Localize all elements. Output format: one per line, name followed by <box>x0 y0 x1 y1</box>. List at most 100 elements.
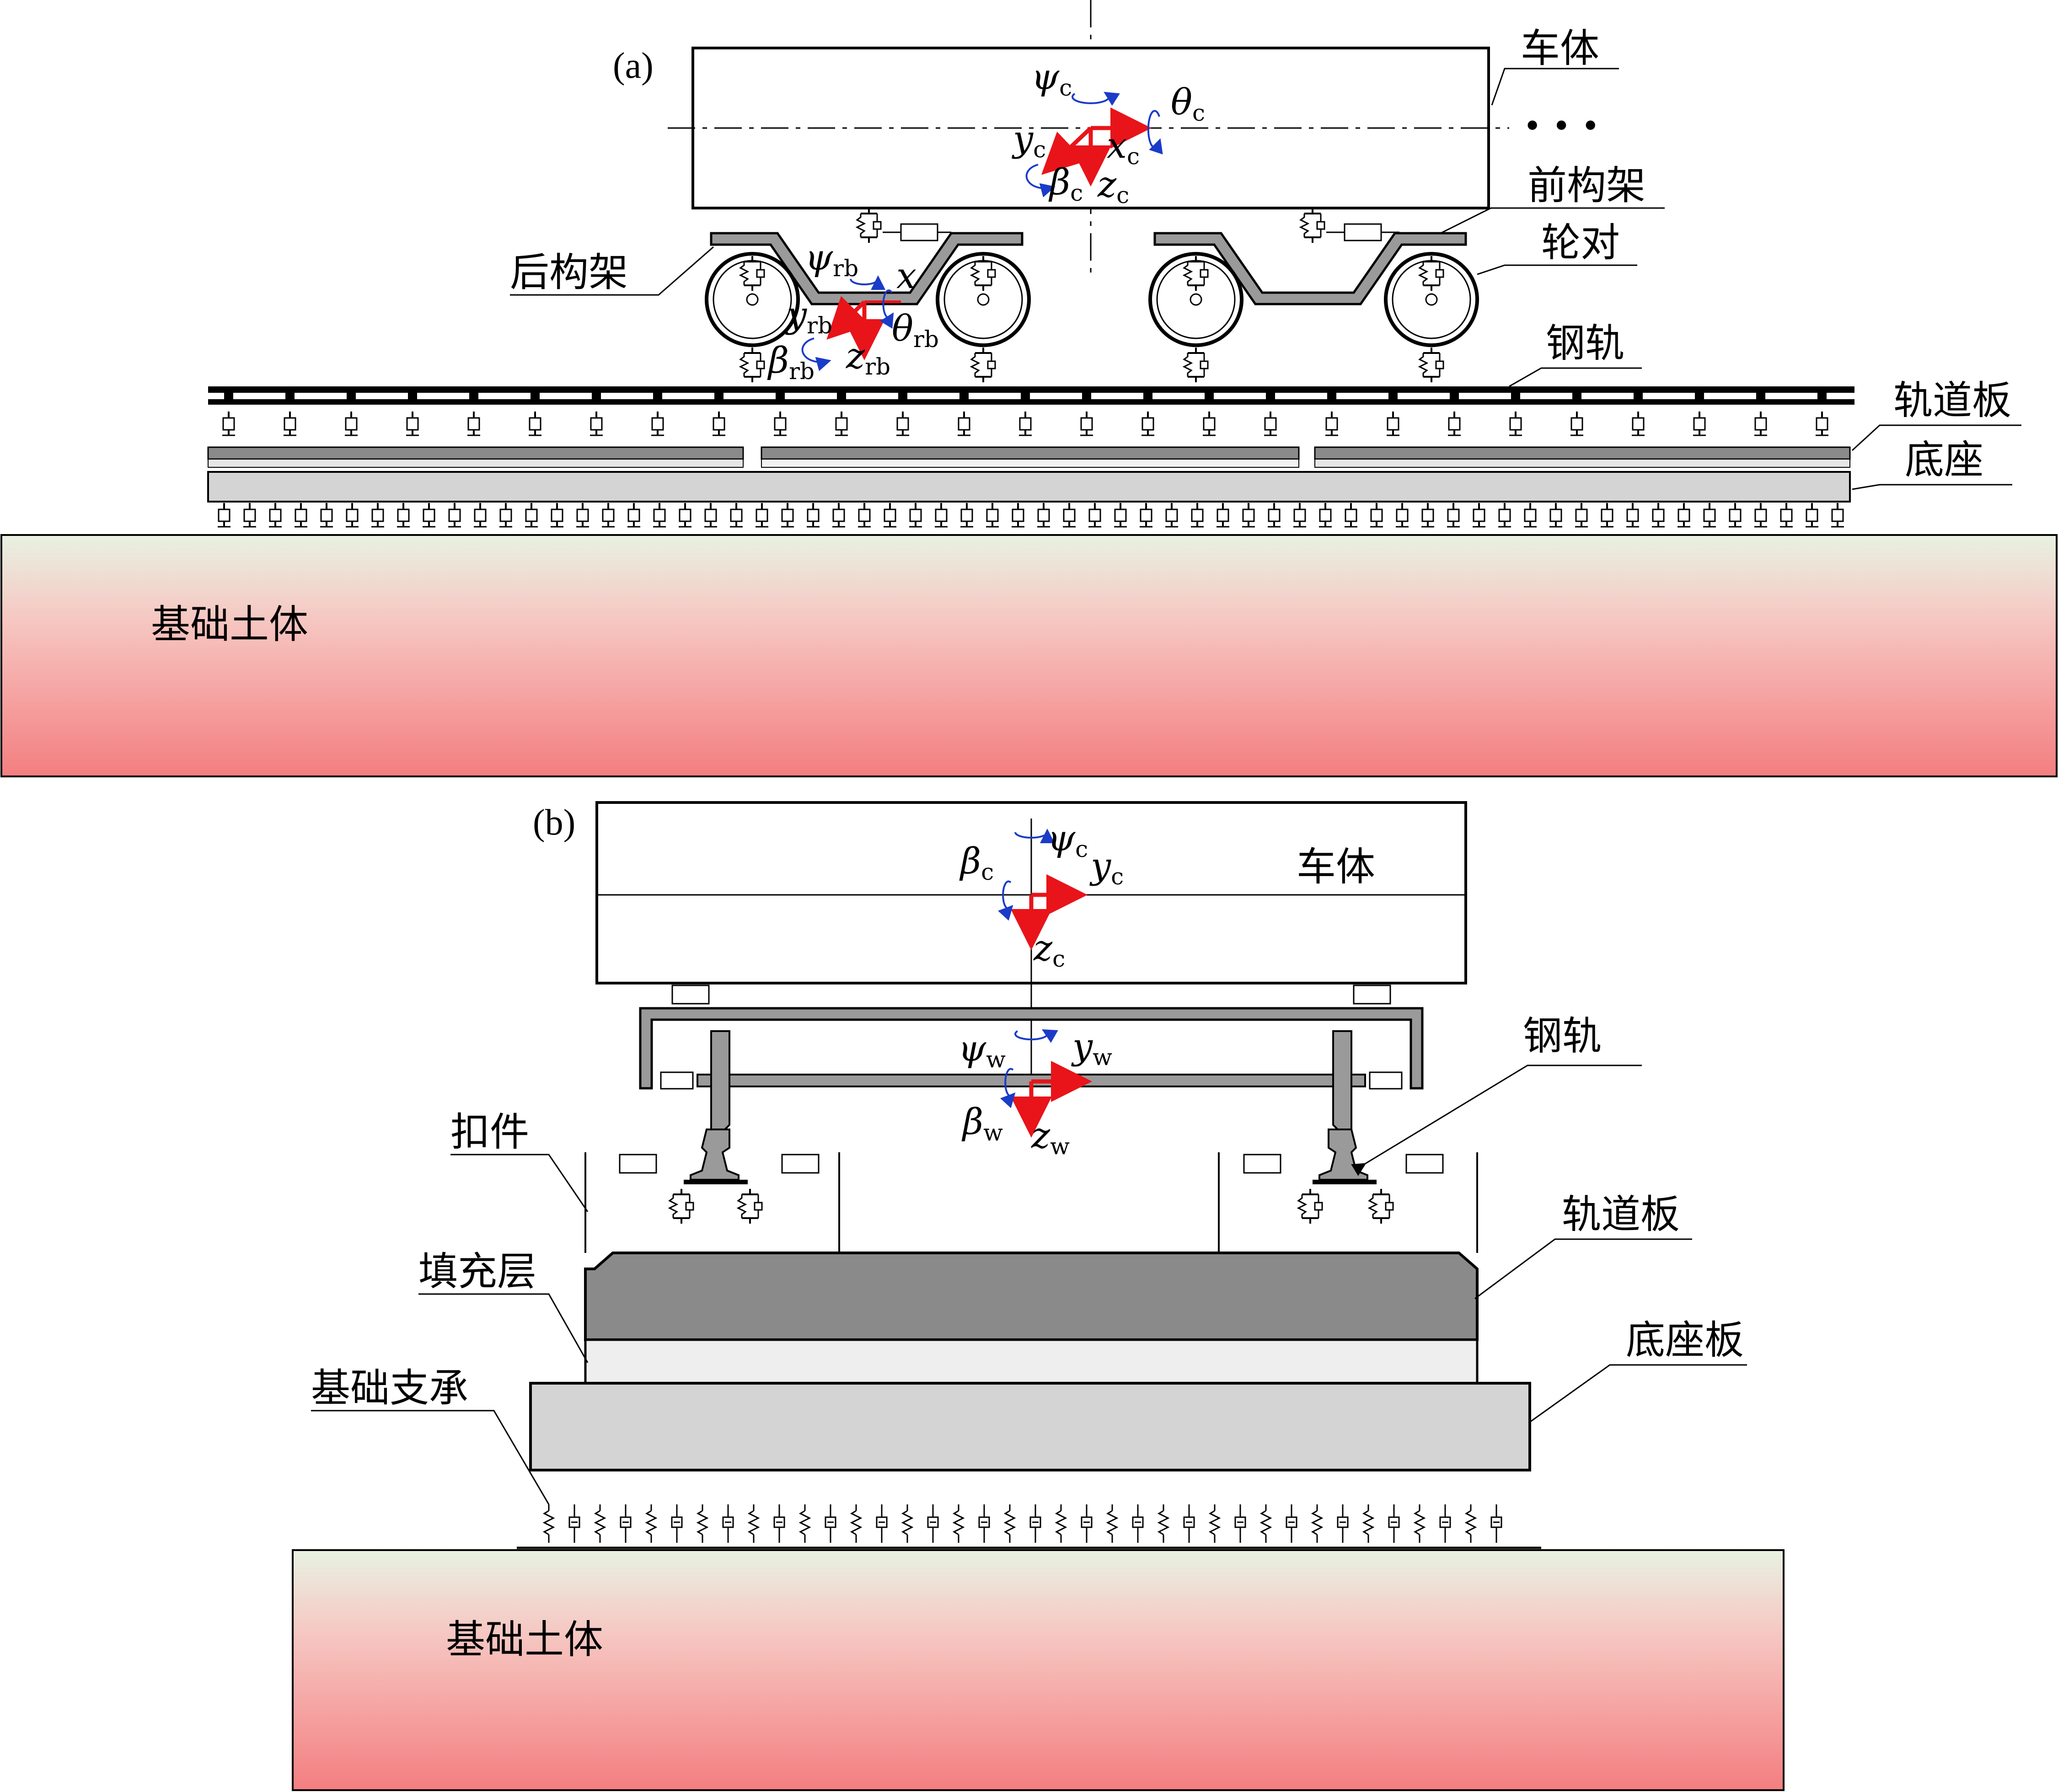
rail-fastener <box>283 411 297 436</box>
label-rail-b: 钢轨 <box>1523 1013 1602 1059</box>
foundation-damper <box>1286 1503 1297 1544</box>
foundation-support <box>422 502 436 528</box>
foundation-damper <box>1388 1503 1400 1544</box>
leader-rear-bogie <box>510 246 714 296</box>
sleeper <box>898 393 907 399</box>
foundation-support <box>1395 502 1410 528</box>
sleeper <box>1511 393 1520 399</box>
svg-text:yw: yw <box>1071 1026 1112 1070</box>
track-slab-a-2 <box>761 446 1300 460</box>
rail-fastener <box>1692 411 1707 436</box>
rail-fastener <box>528 411 542 436</box>
foundation-support <box>217 502 231 528</box>
foundation-damper <box>1132 1503 1144 1544</box>
leader-track-slab-a <box>1851 424 2021 451</box>
sleeper <box>714 393 724 399</box>
leader-rail-a <box>1509 367 1642 387</box>
wheelset-dof-b: ψw yw βw zw <box>958 1026 1112 1160</box>
foundation-support <box>831 502 846 528</box>
foundation-support <box>1549 502 1563 528</box>
label-track-slab-a: 轨道板 <box>1893 378 2011 423</box>
sleeper <box>1450 393 1459 399</box>
svg-text:βrb: βrb <box>767 340 815 385</box>
svg-text:θrb: θrb <box>892 308 939 353</box>
foundation-support <box>242 502 257 528</box>
rail-fastener <box>1386 411 1400 436</box>
foundation-support <box>1805 502 1819 528</box>
foundation-damper <box>671 1503 683 1544</box>
base-a <box>207 471 1851 503</box>
rear-bogie-dof: ψrb x yrb θrb βrb zrb <box>767 237 939 385</box>
leader-foundation-support-b <box>311 1410 550 1505</box>
foundation-damper <box>620 1503 632 1544</box>
sleeper <box>1205 393 1214 399</box>
foundation-support <box>1190 502 1205 528</box>
foundation-support <box>1523 502 1538 528</box>
svg-text:yrb: yrb <box>785 294 832 339</box>
rail-fastener <box>712 411 726 436</box>
foundation-support <box>601 502 616 528</box>
car-body-dof-a: ψc θc xc yc βc zc <box>1012 57 1205 209</box>
sleeper <box>776 393 785 399</box>
rail-fastener <box>589 411 604 436</box>
foundation-support <box>1088 502 1102 528</box>
foundation-damper <box>1183 1503 1195 1544</box>
leader-front-bogie <box>1440 207 1665 234</box>
foundation-support <box>1702 502 1717 528</box>
panel-b-tag: (b) <box>533 802 575 843</box>
sleeper <box>1266 393 1275 399</box>
foundation-damper <box>1081 1503 1093 1544</box>
rail-fastener <box>1447 411 1462 436</box>
rail-fastener <box>1141 411 1155 436</box>
psi-rotation-arrow <box>1072 91 1120 106</box>
foundation-support <box>447 502 462 528</box>
foundation-support <box>1677 502 1691 528</box>
rail-fastener <box>1018 411 1033 436</box>
label-wheelset: 轮对 <box>1541 220 1620 266</box>
rail-fastener <box>221 411 236 436</box>
foundation-support <box>1420 502 1435 528</box>
svg-text:ψrb: ψrb <box>805 237 858 282</box>
foundation-spring <box>1209 1503 1220 1544</box>
foundation-damper <box>927 1503 939 1544</box>
foundation-support <box>319 502 334 528</box>
svg-text:βc: βc <box>1048 162 1083 206</box>
sleeper <box>1021 393 1030 399</box>
foundation-support <box>550 502 564 528</box>
foundation-support <box>498 502 513 528</box>
wheel-left-b <box>710 1030 730 1135</box>
sleeper <box>1327 393 1336 399</box>
foundation-damper <box>978 1503 990 1544</box>
panel-a-tag: (a) <box>613 46 654 86</box>
rail-fastener <box>895 411 910 436</box>
foundation-spring <box>1107 1503 1118 1544</box>
svg-text:yc: yc <box>1089 845 1124 890</box>
foundation-supports-a <box>217 502 1845 528</box>
foundation-spring <box>851 1503 862 1544</box>
foundation-support <box>959 502 974 528</box>
sleeper <box>408 393 417 399</box>
foundation-spring <box>902 1503 913 1544</box>
foundation-spring <box>953 1503 964 1544</box>
foundation-damper <box>722 1503 734 1544</box>
foundation-spring <box>1260 1503 1271 1544</box>
sleeper <box>1143 393 1152 399</box>
sleeper <box>653 393 662 399</box>
foundation-damper <box>1337 1503 1349 1544</box>
rail-fastener <box>344 411 359 436</box>
foundation-support <box>729 502 744 528</box>
svg-text:θc: θc <box>1171 82 1205 126</box>
foundation-support <box>652 502 667 528</box>
filling-layer-b <box>584 1338 1479 1385</box>
foundation-support <box>294 502 308 528</box>
y-axis-arrow <box>1041 126 1093 175</box>
sleeper <box>1082 393 1091 399</box>
foundation-spring <box>697 1503 708 1544</box>
sleeper <box>285 393 295 399</box>
label-track-slab-b: 轨道板 <box>1562 1192 1680 1237</box>
foundation-support <box>1728 502 1742 528</box>
rail-fastener <box>405 411 420 436</box>
foundation-support <box>396 502 411 528</box>
foundation-spring <box>543 1503 554 1544</box>
